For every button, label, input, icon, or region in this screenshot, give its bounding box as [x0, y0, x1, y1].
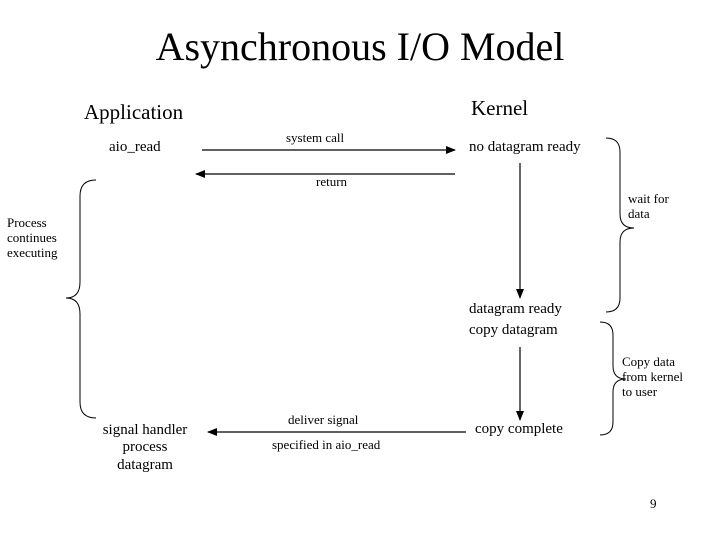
- datagram-ready-label: datagram ready: [469, 301, 562, 317]
- copy-data-label: Copy data from kernel to user: [622, 354, 684, 400]
- signal-handler-line: signal handler: [102, 422, 188, 438]
- signal-handler-line: process: [122, 439, 168, 456]
- process-continues-brace: [65, 179, 97, 419]
- slide-title: Asynchronous I/O Model: [155, 24, 565, 69]
- signal-handler-line: datagram: [117, 456, 173, 473]
- brace-label-line: Copy data: [622, 354, 676, 369]
- wait-for-data-label: wait for data: [628, 191, 669, 222]
- copy-complete-label: copy complete: [475, 421, 563, 437]
- kernel-column-heading: Kernel: [471, 96, 529, 120]
- copy-datagram-label: copy datagram: [469, 322, 558, 338]
- application-column-heading: Application: [84, 100, 184, 124]
- return-label: return: [316, 174, 348, 189]
- wait-for-data-brace: [605, 137, 635, 313]
- process-continues-label: Process continues executing: [7, 215, 58, 261]
- brace-label-line: continues: [7, 229, 57, 245]
- brace-label-line: from kernel: [622, 368, 684, 384]
- system-call-label: system call: [286, 130, 345, 145]
- signal-handler-label: signal handler process datagram: [95, 422, 195, 474]
- brace-label-line: Process: [7, 215, 47, 230]
- aio-read-label: aio_read: [109, 139, 161, 155]
- brace-label-line: data: [628, 205, 650, 221]
- specified-in-aio-read-label: specified in aio_read: [272, 437, 381, 452]
- copy-data-brace: [599, 321, 627, 436]
- brace-label-line: wait for: [628, 191, 669, 206]
- brace-label-line: to user: [622, 383, 658, 399]
- deliver-signal-label: deliver signal: [288, 412, 359, 427]
- brace-label-line: executing: [7, 244, 58, 260]
- no-datagram-ready-label: no datagram ready: [469, 139, 581, 155]
- page-number: 9: [650, 496, 657, 511]
